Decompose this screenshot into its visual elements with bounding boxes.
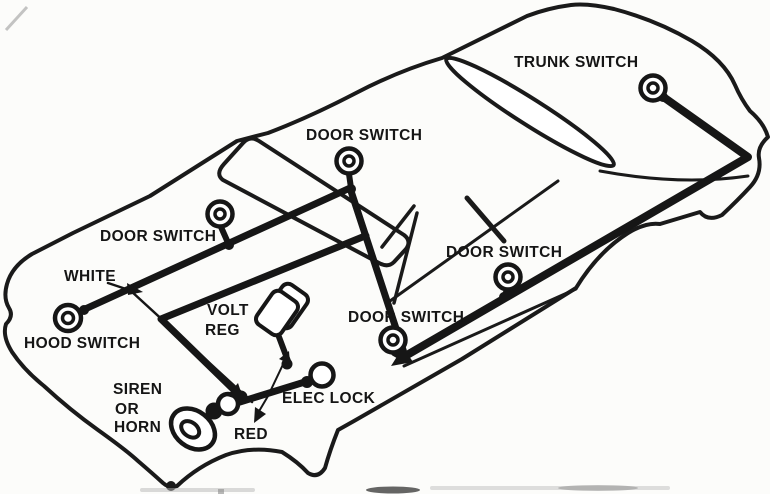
trunk-switch-symbol — [638, 73, 668, 103]
junction-dot — [499, 292, 509, 302]
door-switch-left-symbol — [205, 199, 235, 229]
deck-crease-line — [598, 169, 750, 182]
label-siren-line3: HORN — [114, 419, 162, 436]
label-white-wire: WHITE — [64, 268, 116, 285]
hood-switch-symbol — [52, 302, 84, 334]
junction-dot — [224, 240, 234, 250]
junction-dot — [360, 231, 370, 241]
label-elec-lock: ELEC LOCK — [282, 390, 376, 407]
white-arrowhead — [127, 283, 143, 295]
b-pillar-line — [380, 204, 416, 249]
scan-artifacts — [4, 5, 670, 494]
door-switch-bottom-symbol — [378, 325, 408, 355]
junction-dot — [346, 184, 356, 194]
label-door-switch-top: DOOR SWITCH — [306, 127, 423, 144]
belt-line — [388, 179, 560, 303]
label-volt-reg-line2: REG — [205, 322, 240, 339]
branch-wire-arrowhead — [227, 383, 244, 401]
elec-lock-symbol — [308, 361, 336, 389]
label-siren-line1: SIREN — [113, 381, 163, 398]
label-door-switch-bottom: DOOR SWITCH — [348, 309, 465, 326]
door-switch-right-symbol — [493, 262, 523, 292]
door-switch-top-symbol — [334, 146, 364, 176]
main-harness-wire — [68, 184, 354, 319]
label-siren-line2: OR — [115, 401, 140, 418]
label-red-wire: RED — [234, 426, 268, 443]
rocker-crease-line — [402, 287, 578, 368]
label-volt-reg-line1: VOLT — [207, 302, 249, 319]
label-door-switch-right: DOOR SWITCH — [446, 244, 563, 261]
siren-horn-symbol — [168, 390, 248, 452]
red-arrowhead-up — [279, 351, 290, 364]
red-arrowhead-down — [254, 407, 266, 423]
rocker-wire-arrowhead — [391, 347, 413, 366]
volt-reg-box — [253, 288, 301, 338]
c-pillar-stub — [464, 195, 507, 244]
door-edge-curve — [392, 211, 419, 305]
trunk-rocker-wire — [403, 92, 752, 359]
red-pointer-line — [257, 355, 288, 414]
label-trunk-switch: TRUNK SWITCH — [514, 54, 639, 71]
white-feed-wire — [129, 289, 254, 404]
label-door-switch-left: DOOR SWITCH — [100, 228, 217, 245]
white-pointer-line — [106, 281, 128, 291]
label-hood-switch: HOOD SWITCH — [24, 335, 141, 352]
rear-window-pillar — [444, 55, 616, 169]
